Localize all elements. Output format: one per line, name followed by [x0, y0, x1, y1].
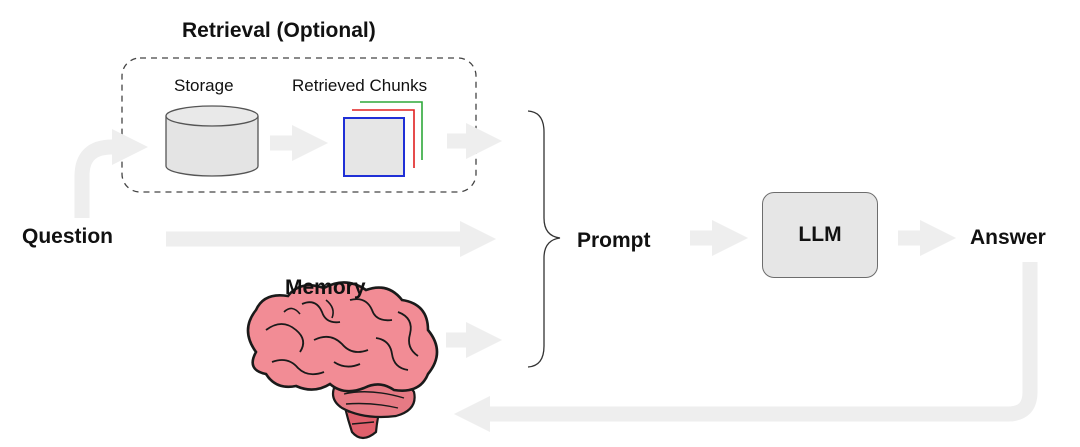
retrieved-chunks-icon — [343, 101, 423, 177]
answer-to-memory-loop-arrow — [453, 262, 1038, 433]
question-to-storage-arrow — [74, 128, 149, 218]
prompt-brace — [527, 110, 561, 368]
llm-label: LLM — [798, 223, 842, 246]
retrieval-title: Retrieval (Optional) — [182, 19, 376, 42]
retrieval-group-border — [121, 57, 477, 193]
retrieved-chunks-label: Retrieved Chunks — [292, 76, 428, 95]
llm-box: LLM — [762, 192, 878, 278]
storage-label: Storage — [174, 76, 234, 95]
prompt-label: Prompt — [577, 229, 651, 252]
storage-cylinder-icon — [165, 105, 259, 177]
answer-label: Answer — [970, 226, 1046, 249]
question-label: Question — [22, 225, 114, 248]
brain-icon — [246, 281, 439, 440]
memory-label: Memory — [285, 276, 366, 299]
